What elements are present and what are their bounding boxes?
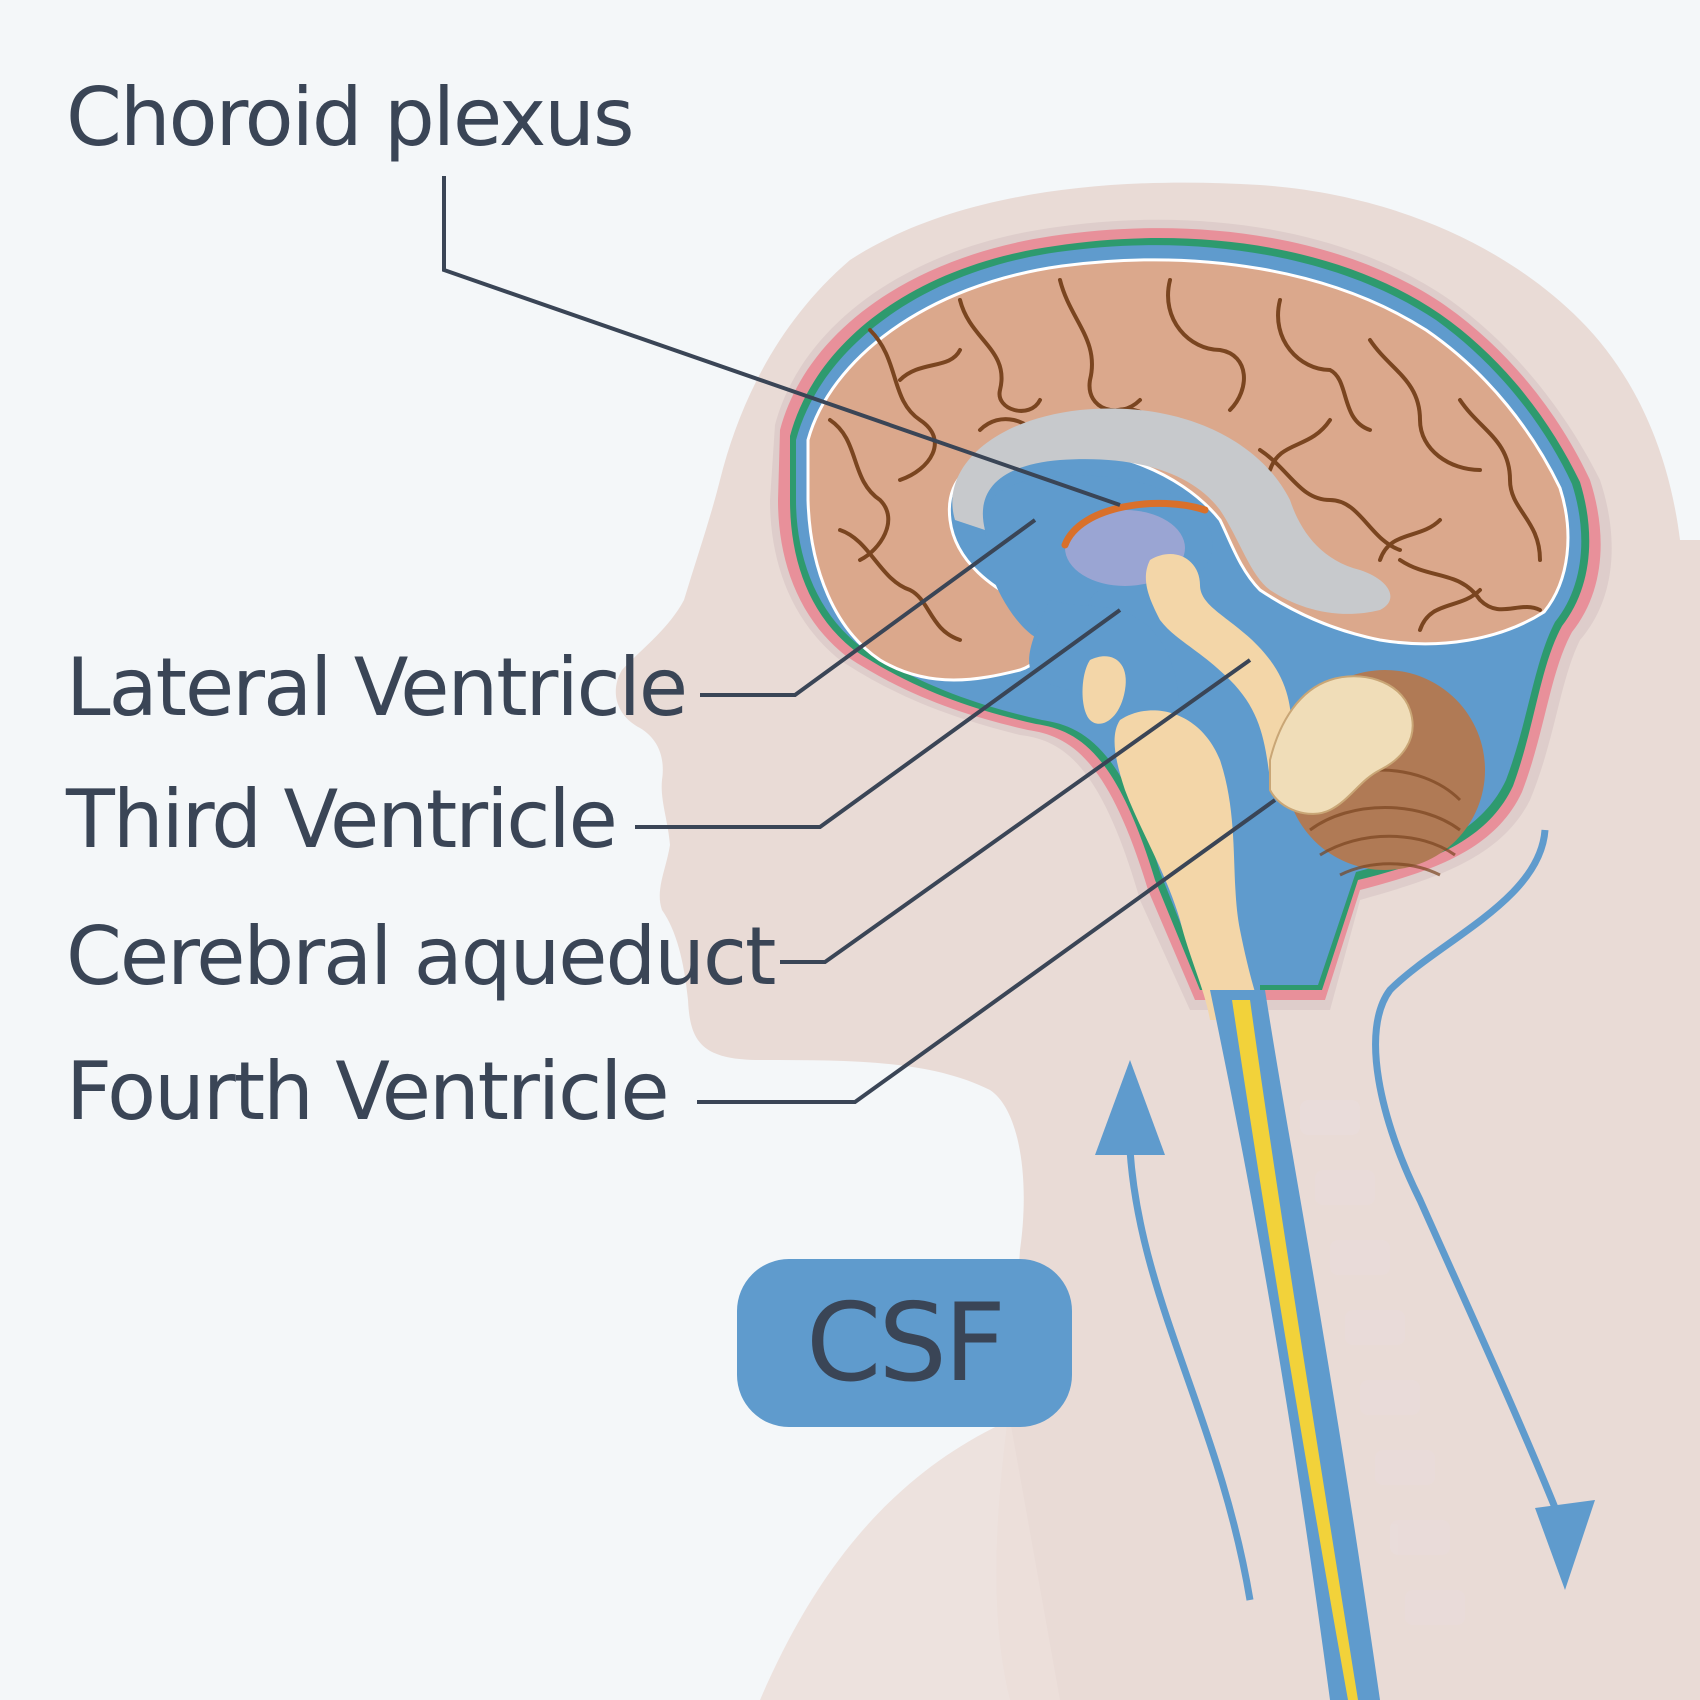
hypophysis [1082, 656, 1126, 724]
flow-arrow-up-head [1095, 1060, 1165, 1155]
leader-choroid-plexus [442, 176, 1121, 507]
shoulder-shape [760, 1420, 1060, 1700]
flow-arrow-up-line [1126, 1149, 1254, 1601]
leader-lines [442, 176, 1277, 1104]
label-cerebral-aqueduct: Cerebral aqueduct [66, 910, 776, 1003]
csf-badge: CSF [737, 1259, 1072, 1427]
label-third-ventricle: Third Ventricle [66, 773, 618, 866]
flow-arrow-down-line [1372, 829, 1564, 1522]
label-choroid-plexus: Choroid plexus [66, 71, 635, 164]
csf-badge-text: CSF [805, 1280, 1006, 1406]
leader-fourth-ventricle [697, 798, 1277, 1104]
label-fourth-ventricle: Fourth Ventricle [66, 1045, 670, 1138]
leader-cerebral-aqueduct [780, 658, 1252, 964]
corpus-callosum [952, 408, 1391, 614]
fornix [1145, 554, 1292, 780]
choroid-plexus [1061, 499, 1209, 549]
label-lateral-ventricle: Lateral Ventricle [66, 641, 688, 734]
brainstem [1114, 710, 1265, 1020]
spinal-cord [1232, 1000, 1358, 1700]
flow-arrow-down-head [1535, 1500, 1595, 1590]
arbor-vitae [1269, 675, 1414, 815]
vertebrae [1300, 1100, 1465, 1625]
leader-third-ventricle [635, 608, 1122, 829]
leader-lateral-ventricle [700, 518, 1037, 697]
